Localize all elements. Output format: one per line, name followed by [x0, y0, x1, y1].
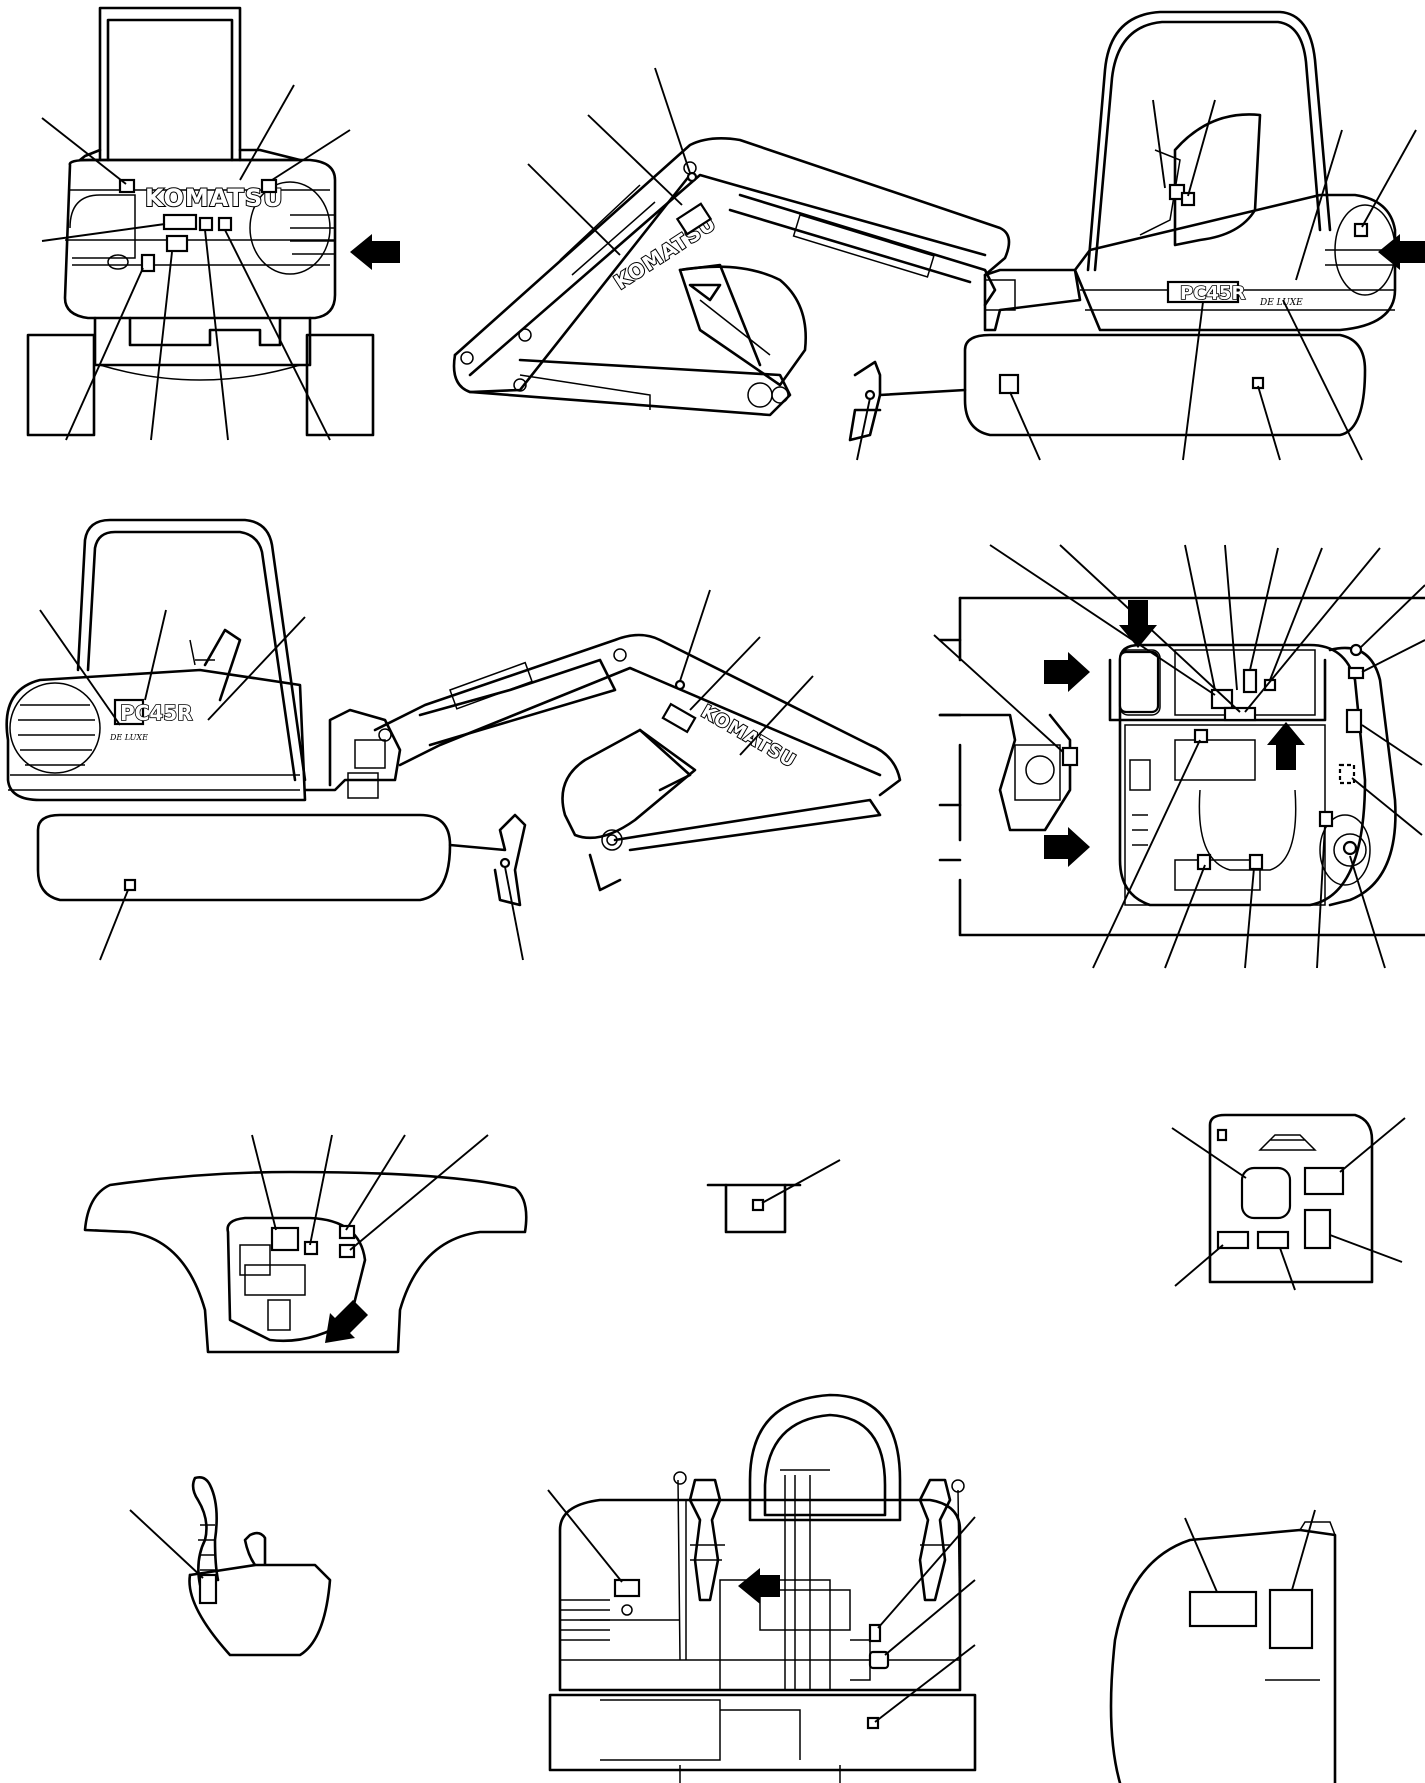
right-edition-text: DE LUXE: [109, 733, 148, 742]
left-side-view: KOMATSU PC45R DE LUXE: [452, 10, 1425, 461]
side-edition-text: DE LUXE: [1259, 298, 1303, 308]
direction-arrow-icon: [738, 1568, 780, 1604]
right-model-badge: PC45R: [120, 701, 193, 725]
direction-arrow-icon: [1267, 722, 1305, 770]
cover-view: [1109, 1509, 1337, 1783]
top-view: [933, 544, 1425, 969]
rear-brand-logo: KOMATSU: [145, 184, 284, 212]
direction-arrow-icon: [1044, 652, 1090, 692]
right-side-view: PC45R DE LUXE KOMATSU: [5, 518, 902, 961]
right-boom-brand-logo: KOMATSU: [698, 701, 800, 772]
panel-view: [1171, 1113, 1406, 1291]
direction-arrow-icon: [1378, 234, 1425, 270]
lever-view: [129, 1476, 332, 1657]
rear-view: KOMATSU: [26, 6, 400, 441]
direction-arrow-icon: [1119, 600, 1157, 648]
direction-arrow-icon: [350, 234, 400, 270]
direction-arrow-icon: [1044, 827, 1090, 867]
side-model-badge: PC45R: [1180, 283, 1245, 304]
bracket-view: [706, 1159, 841, 1234]
direction-arrow-icon: [325, 1300, 368, 1343]
console-view: [83, 1134, 528, 1354]
seat-view: [547, 1393, 977, 1783]
